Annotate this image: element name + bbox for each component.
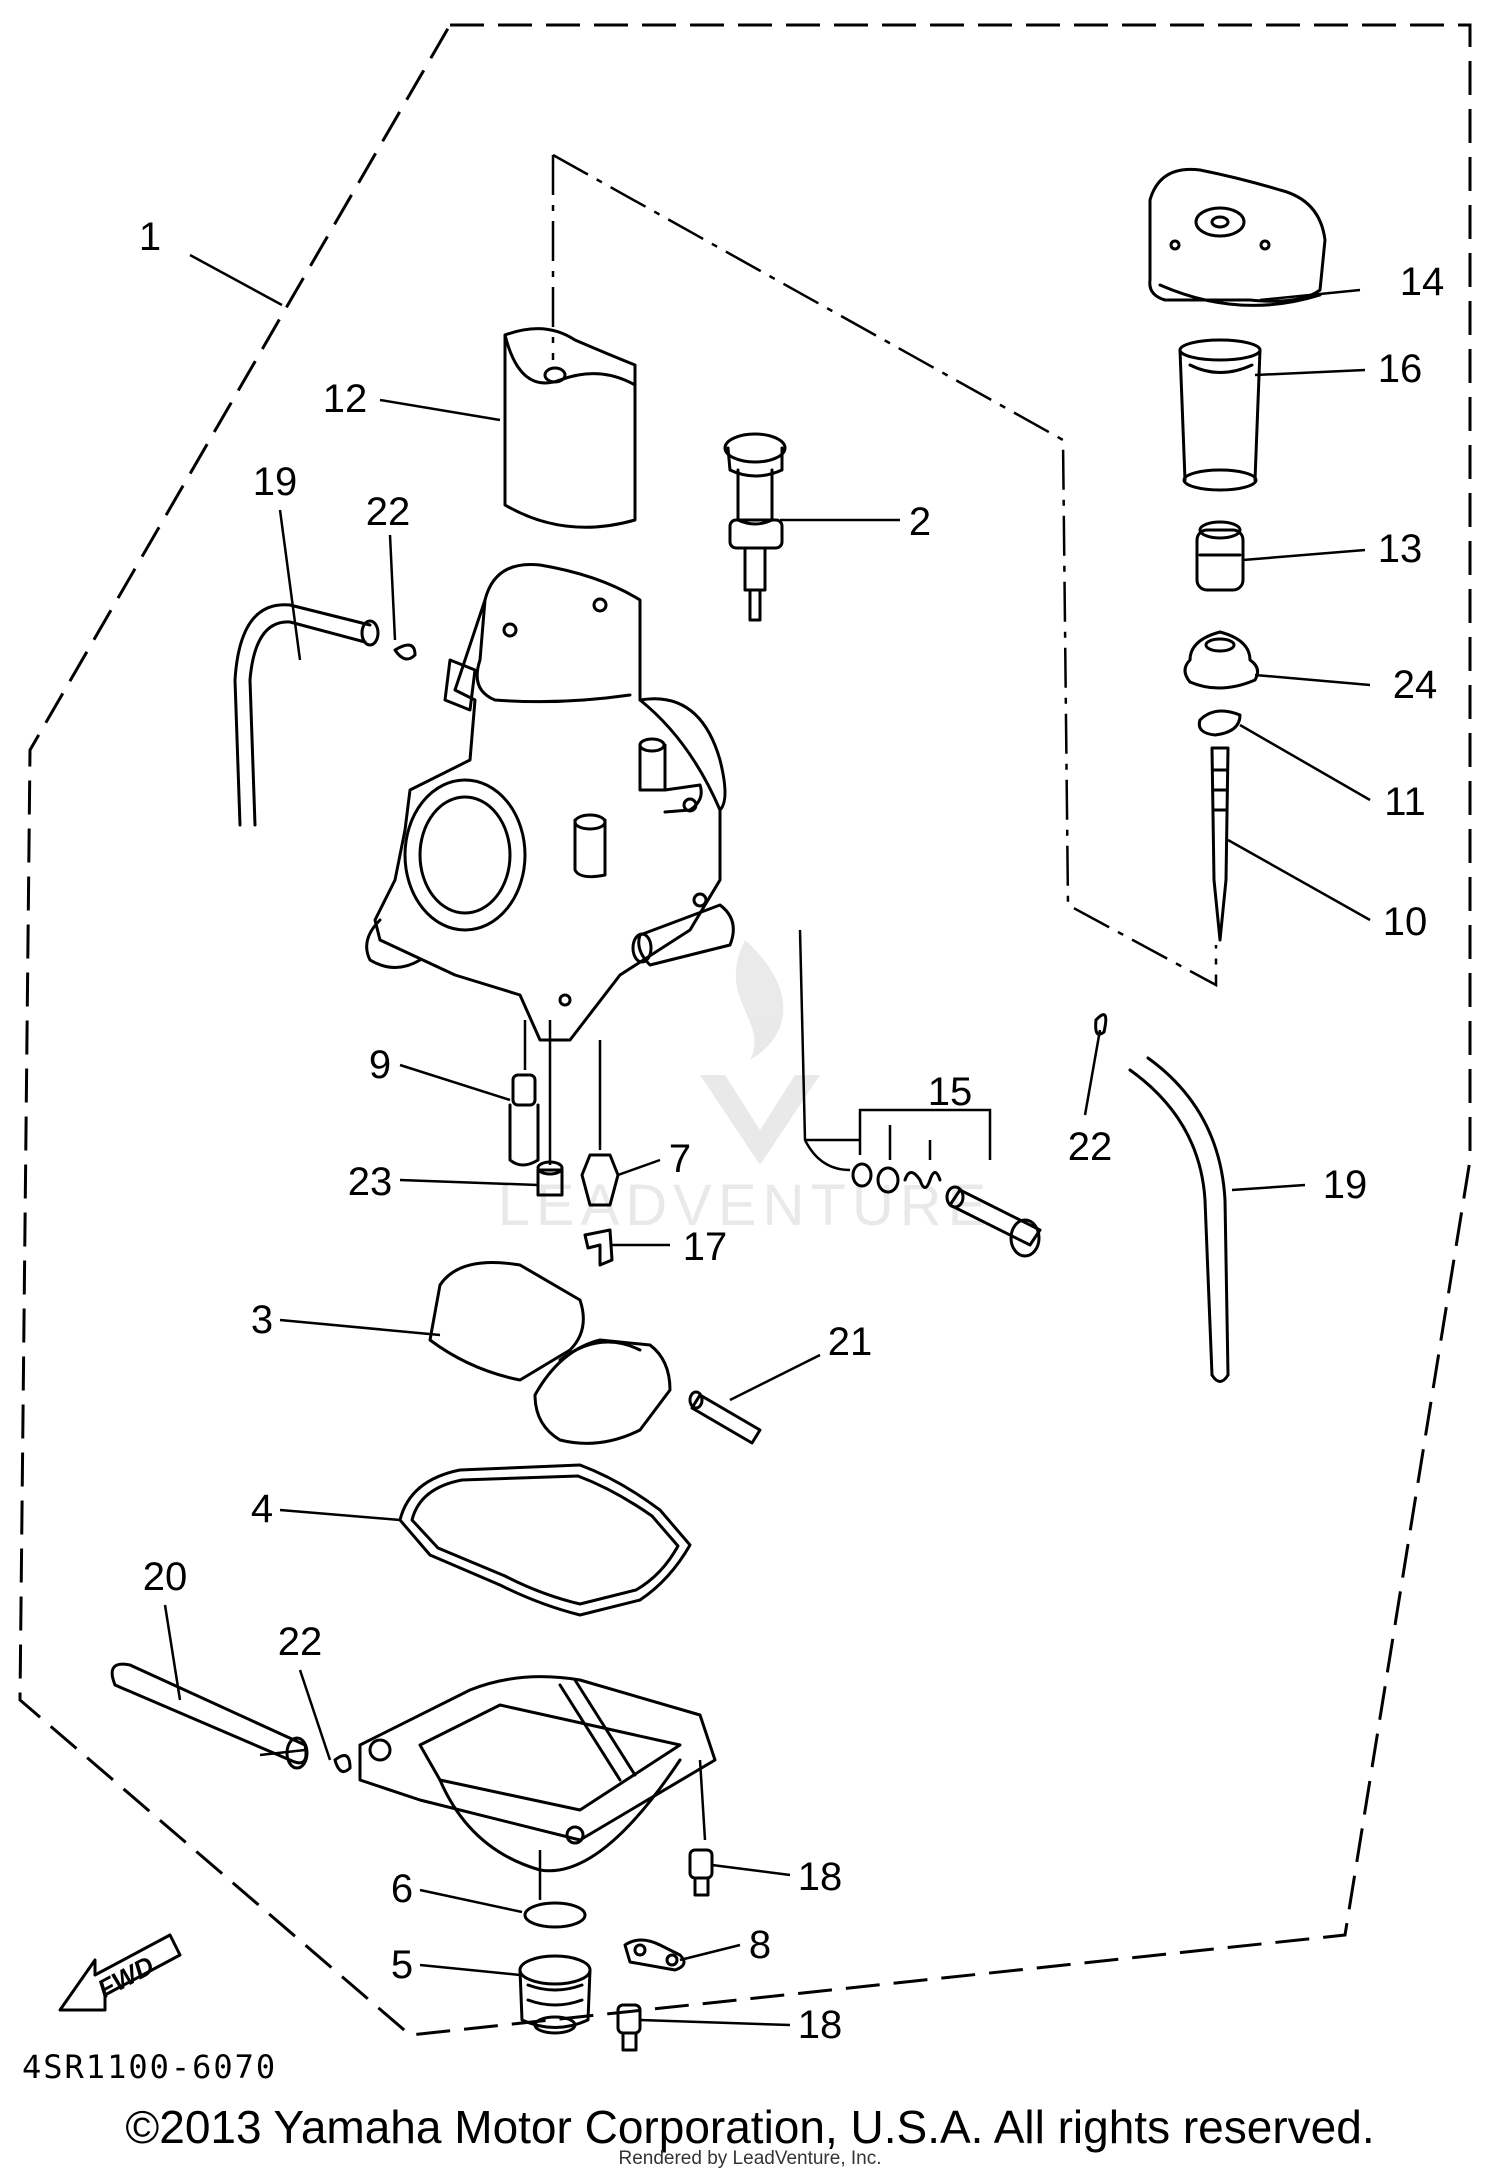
- o-ring-part-6: [523, 1901, 587, 1929]
- hose-end: [360, 619, 380, 647]
- callout-4: 4: [251, 1487, 273, 1531]
- callout-1: 1: [139, 215, 161, 259]
- bracket-part-8: [623, 1938, 686, 1972]
- callout-9: 9: [369, 1043, 391, 1087]
- screw-part-18-upper: [688, 1848, 714, 1897]
- callout-2: 2: [909, 500, 931, 544]
- copyright-notice: ©2013 Yamaha Motor Corporation, U.S.A. A…: [125, 2101, 1375, 2153]
- callout-16: 16: [1378, 347, 1423, 391]
- callout-7: 7: [669, 1137, 691, 1181]
- holder-part-24: [1183, 630, 1260, 690]
- jet-part-9: [508, 1073, 540, 1167]
- screw-set-part-15: [851, 1108, 1042, 1258]
- callout-labels: 1 2 3 4 5 6 7 8 9 10 11 12 13 14 15 16 1…: [139, 215, 1444, 2047]
- screw-part-18-lower: [616, 2003, 642, 2052]
- axis-line: [552, 153, 1218, 988]
- float-bowl-part: [358, 1675, 717, 1900]
- adjuster-part-13: [1195, 520, 1245, 592]
- callout-18-lower: 18: [798, 2003, 843, 2047]
- needle-valve-part-7: [580, 1153, 620, 1207]
- callout-5: 5: [391, 1943, 413, 1987]
- callout-23: 23: [348, 1160, 393, 1204]
- float-part-3: [428, 1261, 672, 1445]
- needle-part-10: [1210, 746, 1230, 942]
- callout-14: 14: [1400, 260, 1445, 304]
- part-code-label: 4SR1100-6070: [22, 2048, 278, 2086]
- clamp-part-22: [333, 643, 1108, 1774]
- callout-6: 6: [391, 1867, 413, 1911]
- callout-19-right: 19: [1323, 1163, 1368, 1207]
- leader-lines: [163, 253, 1371, 2027]
- callout-22-upper: 22: [366, 490, 411, 534]
- pin-part-21: [688, 1390, 762, 1445]
- callout-12: 12: [323, 377, 368, 421]
- callout-19-left: 19: [253, 460, 298, 504]
- hose-end-right: [1210, 1373, 1230, 1383]
- callout-13: 13: [1378, 527, 1423, 571]
- callout-24: 24: [1393, 663, 1438, 707]
- assembly-leader: [523, 929, 851, 1172]
- fwd-arrow-icon: FWD: [58, 1933, 182, 2012]
- slide-part-12: [503, 327, 637, 529]
- callout-3: 3: [251, 1298, 273, 1342]
- callout-22-lower: 22: [278, 1620, 323, 1664]
- assembly-boundary: [18, 23, 1472, 2037]
- rendered-by-credit: Rendered by LeadVenture, Inc.: [618, 2148, 882, 2169]
- callout-20: 20: [143, 1555, 188, 1599]
- top-cover-part: [1148, 167, 1327, 307]
- clip-part-17: [583, 1228, 614, 1267]
- carburetor-body-part: [365, 562, 735, 1042]
- hose-part-20: [110, 1662, 308, 1765]
- callout-11: 11: [1384, 780, 1426, 824]
- gasket-part-4: [398, 1463, 692, 1617]
- callout-22-right: 22: [1068, 1125, 1113, 1169]
- clip-part-11: [1197, 709, 1242, 737]
- callout-18-upper: 18: [798, 1855, 843, 1899]
- hose-part-19-right: [1128, 1056, 1230, 1377]
- callout-15: 15: [928, 1070, 973, 1114]
- boot-part: [1178, 338, 1262, 492]
- hose-part-19-left: [233, 603, 372, 827]
- callout-10: 10: [1383, 900, 1428, 944]
- svg-text:LEADVENTURE: LEADVENTURE: [498, 1173, 993, 1238]
- callout-8: 8: [749, 1923, 771, 1967]
- callout-17: 17: [683, 1225, 728, 1269]
- screw-part-2: [723, 432, 787, 622]
- callout-21: 21: [828, 1320, 873, 1364]
- watermark-logo: LEADVENTURE: [498, 940, 993, 1238]
- plug-part-5: [518, 1954, 592, 2035]
